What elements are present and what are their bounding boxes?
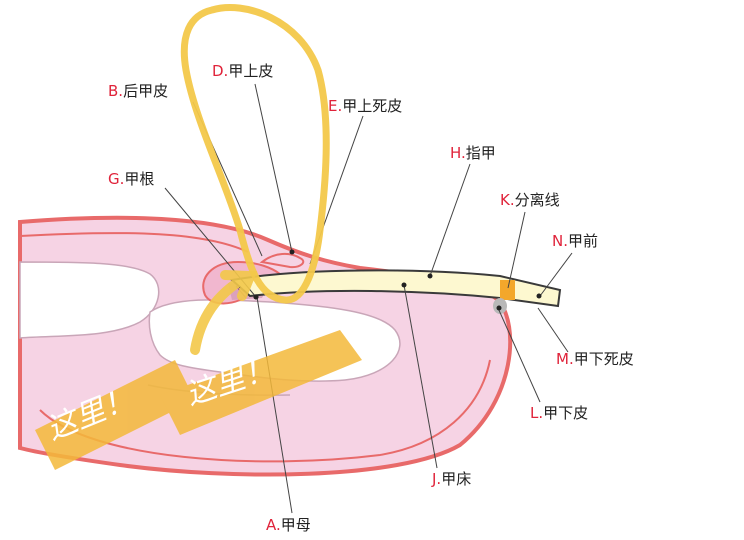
label-B: B.后甲皮 [108, 82, 168, 100]
label-A: A.甲母 [266, 516, 311, 534]
label-K: K.分离线 [500, 191, 560, 209]
label-N: N.甲前 [552, 232, 598, 250]
highlight-arrow [190, 270, 258, 355]
eponychium [259, 252, 305, 269]
label-M: M.甲下死皮 [556, 350, 634, 368]
label-D: D.甲上皮 [212, 62, 273, 80]
label-H: H.指甲 [450, 144, 496, 162]
highlighter-strokes [35, 330, 362, 470]
label-E: E.甲上死皮 [328, 97, 402, 115]
leader-dots [253, 249, 542, 311]
label-J: J.甲床 [431, 470, 471, 488]
separation-line-marker [500, 280, 515, 300]
highlight-loop [180, 4, 330, 304]
label-L: L.甲下皮 [530, 404, 588, 422]
label-G: G.甲根 [108, 170, 154, 188]
